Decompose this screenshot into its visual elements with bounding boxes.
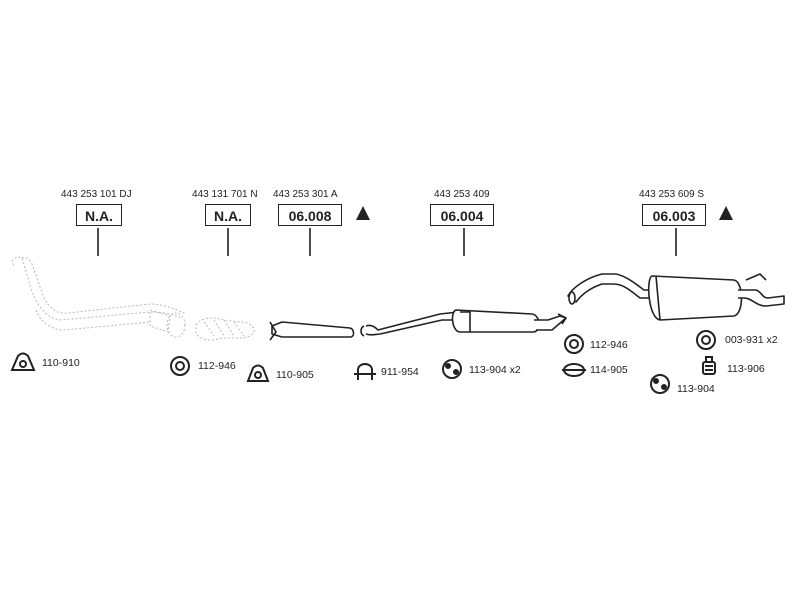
oem-number: 443 253 409 [434,189,490,200]
ring-gasket-icon [696,330,716,350]
accessory-label: 112-946 [590,339,628,351]
accessory-label: 114-905 [590,364,628,376]
gasket-triangle-icon [246,364,270,382]
accessory-icons [10,330,716,394]
oem-number: 443 253 301 A [273,189,338,200]
gasket-triangle-icon [10,352,36,371]
accessory-label: 113-904 [677,383,715,395]
accessory-label: 112-946 [198,360,236,372]
catalyst-ghost [195,317,255,341]
accessory-label: 113-906 [727,363,765,375]
accessory-label: 911-954 [381,366,419,378]
ring-gasket-icon [170,356,190,376]
leader-lines [97,228,677,256]
hanger-icon [702,356,716,375]
rear-silencer [567,273,785,321]
warning-triangle-icon [356,206,370,220]
part-code-box[interactable]: N.A. [205,204,251,226]
accessory-label: 003-931 x2 [725,334,778,346]
band-clamp-icon [562,363,586,377]
part-code-box[interactable]: 06.008 [278,204,342,226]
rubber-mount-icon [442,359,462,379]
rubber-mount-icon [650,374,670,394]
center-muffler [360,309,567,337]
accessory-label: 110-910 [42,357,80,369]
accessory-label: 113-904 x2 [469,364,521,376]
oem-number: 443 131 701 N [192,189,258,200]
accessory-label: 110-905 [276,369,314,381]
warning-triangle-icon [719,206,733,220]
ring-gasket-icon [564,334,584,354]
front-pipe-ghost [11,256,187,338]
u-clamp-icon [354,363,376,380]
part-code-box[interactable]: 06.004 [430,204,494,226]
oem-number: 443 253 609 S [639,189,705,200]
oem-number: 443 253 101 DJ [61,189,132,200]
part-code-box[interactable]: N.A. [76,204,122,226]
intermediate-pipe [269,321,355,341]
part-code-box[interactable]: 06.003 [642,204,706,226]
